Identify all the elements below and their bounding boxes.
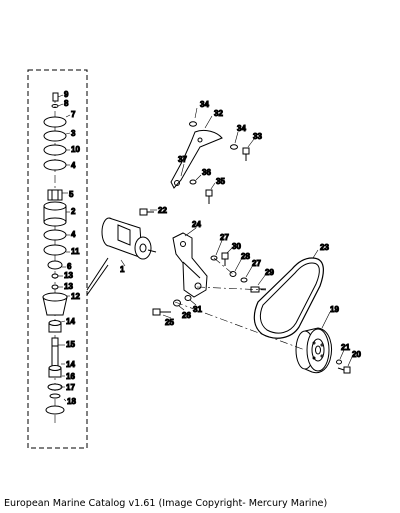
frame-leader-line: [86, 257, 109, 291]
bolt-35: [205, 189, 213, 204]
callout-19: 19: [330, 305, 339, 314]
callout-4a: 4: [71, 161, 76, 170]
mounting-bracket: [172, 232, 208, 298]
washer-27b: [240, 277, 248, 283]
column-callouts: [57, 94, 71, 402]
callout-17: 17: [66, 383, 75, 392]
pump-body: [43, 201, 67, 227]
image-caption: European Marine Catalog v1.61 (Image Cop…: [4, 498, 328, 509]
callout-16: 16: [66, 372, 75, 381]
callout-7: 7: [71, 110, 76, 119]
callout-24: 24: [192, 220, 201, 229]
callout-27b: 27: [252, 259, 261, 268]
gasket-plate: [43, 130, 67, 142]
pump-shaft: [51, 337, 59, 367]
bearing: [48, 320, 62, 333]
callout-28: 28: [241, 252, 250, 261]
screw: [52, 92, 59, 102]
o-ring-upper: [51, 273, 59, 279]
callout-13a: 13: [64, 271, 73, 280]
washer-34b: [230, 144, 238, 150]
nut-31: [184, 295, 192, 301]
callout-31: 31: [193, 305, 202, 314]
callout-15: 15: [66, 340, 75, 349]
callout-13b: 13: [64, 282, 73, 291]
pulley-hub: [45, 405, 65, 415]
gasket-plate-lower: [43, 159, 67, 171]
o-ring-lower: [51, 284, 59, 290]
bolt-33: [242, 147, 250, 161]
callout-35: 35: [216, 177, 225, 186]
callout-37: 37: [178, 155, 187, 164]
callout-14a: 14: [66, 317, 75, 326]
exploded-view-frame: [27, 69, 88, 449]
callout-8: 8: [64, 99, 69, 108]
callout-30: 30: [232, 242, 241, 251]
washer-36: [189, 179, 197, 185]
callout-10: 10: [71, 145, 80, 154]
bolt-25: [152, 308, 171, 316]
washer-21: [336, 359, 342, 365]
callout-4b: 4: [71, 230, 76, 239]
pump-housing: [42, 292, 68, 316]
washer-34a: [189, 121, 197, 127]
callout-25: 25: [165, 318, 174, 327]
bolt-22: [139, 208, 154, 216]
crank-pulley: [295, 327, 332, 374]
callout-2: 2: [71, 207, 76, 216]
callout-34b: 34: [237, 124, 246, 133]
wear-plate: [43, 244, 67, 256]
callout-26: 26: [182, 311, 191, 320]
exploded-column: 9 8 7 3 10 4 5 2 4 11 6 13 13 12 14 15 1…: [27, 69, 88, 449]
callout-29: 29: [265, 268, 274, 277]
callout-6: 6: [67, 262, 72, 271]
lower-bearing: [48, 365, 62, 378]
callout-34a: 34: [200, 100, 209, 109]
bolt-30: [221, 252, 229, 266]
snap-ring: [47, 383, 63, 391]
callout-9: 9: [64, 90, 69, 99]
callout-36: 36: [202, 168, 211, 177]
frame-leader-line-2: [86, 264, 109, 296]
callout-33: 33: [253, 132, 262, 141]
callout-12: 12: [71, 292, 80, 301]
callout-1: 1: [120, 265, 125, 274]
bolt-29: [250, 286, 266, 293]
callout-14b: 14: [66, 360, 75, 369]
callout-11: 11: [71, 247, 80, 256]
bolt-20: [337, 366, 351, 374]
adjusting-strap: [170, 129, 223, 189]
callout-32: 32: [214, 109, 223, 118]
callout-3: 3: [71, 129, 76, 138]
callout-20: 20: [352, 350, 361, 359]
callout-22: 22: [158, 206, 167, 215]
impeller: [47, 189, 63, 201]
callout-18: 18: [67, 397, 76, 406]
callout-23: 23: [320, 243, 329, 252]
spacer: [49, 393, 61, 399]
pressure-plate: [43, 144, 67, 156]
exploded-parts-diagram: 9 8 7 3 10 4 5 2 4 11 6 13 13 12 14 15 1…: [27, 69, 362, 449]
callout-21: 21: [341, 343, 350, 352]
cover-plate: [43, 116, 67, 128]
callout-27a: 27: [220, 233, 229, 242]
callout-5: 5: [69, 190, 74, 199]
assembly-centerlines: [174, 257, 306, 351]
seal: [47, 260, 63, 270]
assembled-pump: [101, 217, 157, 260]
gasket: [43, 229, 67, 241]
